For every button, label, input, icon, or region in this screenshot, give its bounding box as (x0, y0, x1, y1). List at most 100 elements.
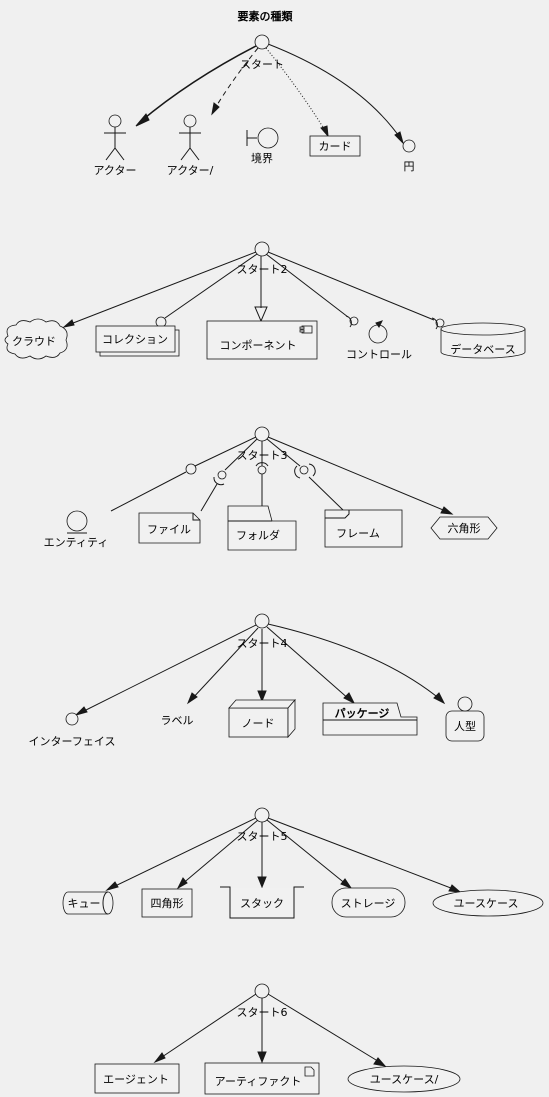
artifact-label: アーティファクト (215, 1075, 302, 1088)
stack-shape (220, 886, 304, 919)
package-shape (322, 702, 418, 736)
component-box (206, 320, 318, 360)
queue-node[interactable]: キュー (62, 891, 114, 915)
interface-node[interactable]: インターフェイス (28, 712, 116, 748)
start2-label: スタート2 (237, 263, 288, 276)
start-label: スタート (240, 58, 284, 71)
edge-start-frame (266, 438, 301, 467)
provided-interface-icon (349, 316, 359, 326)
cloud-label: クラウド (12, 335, 56, 348)
database-label: データベース (450, 342, 515, 356)
edge-start-usecase (267, 817, 457, 891)
stack-label: スタック (240, 897, 284, 910)
required-interface-icon (294, 465, 301, 479)
person-head-icon (457, 696, 473, 712)
circle-node[interactable]: 円 (402, 139, 416, 173)
edge-arrowhead (448, 884, 462, 893)
usecase-alt-label: ユースケース/ (370, 1073, 439, 1086)
group-5: スタート5 キュー 四角形 スタック ストレージ ユースケース (62, 807, 544, 919)
cloud-shape (4, 318, 68, 360)
entity-node[interactable]: エンティティ (44, 510, 109, 549)
label-node[interactable]: ラベル (161, 714, 194, 727)
control-label: コントロール (346, 348, 412, 361)
required-interface-icon (308, 463, 316, 477)
edge-start-collections (164, 253, 258, 319)
component-node[interactable]: コンポーネント (206, 320, 318, 360)
edge-arrowhead (257, 690, 267, 703)
start4-node[interactable] (254, 613, 270, 629)
node-label: ノード (242, 717, 275, 730)
agent-node[interactable]: エージェント (94, 1063, 180, 1094)
card-node[interactable]: カード (309, 135, 361, 157)
edge-start-database (267, 251, 435, 321)
label-text: ラベル (161, 714, 194, 727)
rectangle-node[interactable]: 四角形 (141, 888, 193, 918)
person-node[interactable]: 人型 (445, 696, 485, 742)
artifact-box (204, 1062, 320, 1095)
usecase-alt-node[interactable]: ユースケース/ (347, 1065, 461, 1093)
folder-node[interactable]: フォルダ (227, 505, 297, 551)
circle-label: 円 (404, 160, 415, 173)
edge-arrowhead (211, 102, 220, 116)
edge-arrowhead (153, 1052, 166, 1064)
edge-arrowhead (440, 506, 454, 515)
required-interface-icon (431, 317, 438, 330)
storage-shape (331, 887, 406, 918)
file-shape (138, 512, 201, 544)
collections-label: コレクション (102, 333, 168, 346)
group-1: スタート アクター アクター/ 境界 カード (93, 34, 416, 177)
circle-icon (402, 139, 416, 153)
cloud-node[interactable]: クラウド (4, 318, 68, 360)
entity-label: エンティティ (44, 536, 109, 549)
collections-node[interactable]: コレクション (95, 325, 180, 357)
rectangle-box (141, 888, 193, 918)
edge-arrowhead (257, 1051, 267, 1064)
start3-node[interactable] (254, 426, 270, 442)
file-label: ファイル (147, 523, 191, 536)
database-node[interactable]: データベース (440, 322, 526, 359)
rectangle-label: 四角形 (151, 897, 184, 910)
usecase-node[interactable]: ユースケース (432, 889, 544, 917)
actor-alt-head-icon (183, 114, 197, 128)
control-icon (368, 324, 388, 344)
node-side (287, 698, 296, 739)
edge-start-hexagon (267, 436, 449, 513)
frame-label: フレーム (336, 527, 380, 540)
required-interface-icon (345, 315, 352, 328)
artifact-node[interactable]: アーティファクト (204, 1062, 320, 1095)
usecase-alt-shape (347, 1065, 461, 1093)
actor-alt-node[interactable]: アクター/ (167, 114, 214, 177)
actor-node[interactable]: アクター (93, 114, 137, 177)
edge-start-entity (194, 436, 257, 467)
usecase-shape (432, 889, 544, 917)
required-interface-icon (255, 462, 269, 467)
required-interface-icon (213, 476, 225, 486)
package-label: パッケージ (335, 707, 390, 720)
boundary-node[interactable]: 境界 (246, 127, 279, 165)
provided-interface-icon (217, 470, 227, 480)
node-node[interactable]: ノード (228, 698, 296, 739)
start-node[interactable] (254, 34, 270, 50)
boundary-icon (257, 127, 279, 149)
actor-label: アクター (93, 164, 136, 177)
actor-head-icon (108, 114, 122, 128)
node-front (228, 707, 289, 738)
start5-label: スタート5 (237, 830, 288, 843)
start6-node[interactable] (254, 983, 270, 999)
storage-node[interactable]: ストレージ (331, 887, 406, 918)
actor-alt-label: アクター/ (167, 164, 214, 177)
stack-node[interactable]: スタック (220, 886, 304, 919)
edge-start-interface (79, 624, 257, 714)
edge-start-label (190, 627, 259, 701)
frame-node[interactable]: フレーム (324, 509, 403, 548)
edge-start-file (224, 438, 258, 471)
edge-arrowhead (340, 878, 353, 890)
control-node[interactable]: コントロール (346, 320, 412, 361)
hexagon-node[interactable]: 六角形 (430, 516, 498, 540)
file-node[interactable]: ファイル (138, 512, 201, 544)
package-node[interactable]: パッケージ (322, 702, 418, 736)
group-4: スタート4 インターフェイス ラベル ノード パッケージ 人型 (28, 613, 485, 748)
start5-node[interactable] (254, 807, 270, 823)
hexagon-label: 六角形 (448, 522, 481, 535)
start2-node[interactable] (254, 241, 270, 257)
